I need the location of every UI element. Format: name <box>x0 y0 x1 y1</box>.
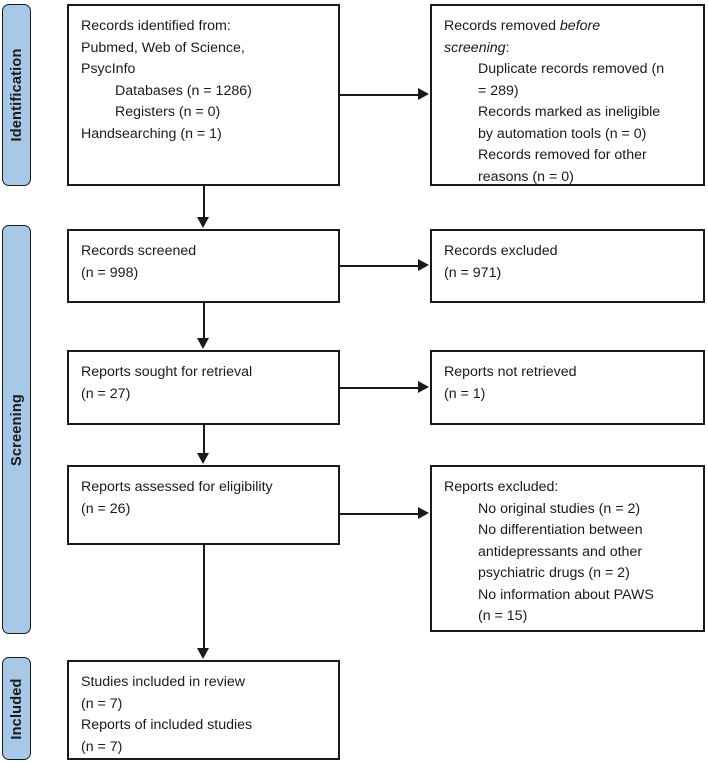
connector-assessed-to-reports-excluded <box>340 513 419 515</box>
box-identification-sources: Records identified from: Pubmed, Web of … <box>67 4 340 186</box>
connector-sought-to-assessed <box>203 425 205 454</box>
box-line: (n = 998) <box>81 264 139 281</box>
stage-label-identification: Identification <box>8 48 25 142</box>
stage-bar-included: Included <box>2 657 31 760</box>
connector-identification-to-removed <box>340 94 419 96</box>
box-line: Databases (n = 1286) <box>115 82 252 99</box>
box-line: No differentiation between <box>478 522 643 538</box>
box-line: Reports assessed for eligibility <box>81 479 273 495</box>
box-line: (n = 1) <box>444 385 486 402</box>
box-line: Records marked as ineligible <box>478 104 661 120</box>
box-line: Records removed for other <box>478 147 647 163</box>
box-line: screening: <box>444 39 510 56</box>
box-line: Pubmed, Web of Science, <box>81 39 245 56</box>
box-line: reasons (n = 0) <box>478 168 574 185</box>
box-records-screened: Records screened (n = 998) <box>67 229 340 303</box>
box-line: Duplicate records removed (n <box>478 61 665 77</box>
box-line: No original studies (n = 2) <box>478 500 641 517</box>
stage-label-included: Included <box>8 677 25 740</box>
box-reports-not-retrieved: Reports not retrieved (n = 1) <box>430 350 705 425</box>
box-reports-assessed: Reports assessed for eligibility (n = 26… <box>67 465 340 545</box>
box-line: Handsearching (n = 1) <box>81 125 222 142</box>
box-line: PsycInfo <box>81 61 136 77</box>
arrowhead-icon <box>418 380 429 393</box>
arrowhead-icon <box>418 87 429 100</box>
box-line: Records excluded <box>444 243 558 259</box>
stage-bar-screening: Screening <box>2 225 31 634</box>
box-line: (n = 27) <box>81 385 131 402</box>
box-line: Reports excluded: <box>444 479 559 495</box>
connector-assessed-to-included <box>203 545 205 649</box>
box-records-removed-before-screening: Records removed before screening: Duplic… <box>430 4 705 186</box>
box-line: Records screened <box>81 243 197 259</box>
box-line: (n = 7) <box>81 695 123 712</box>
box-line: antidepressants and other <box>478 543 643 560</box>
connector-identification-to-screened <box>203 186 205 218</box>
stage-label-screening: Screening <box>8 393 25 466</box>
stage-bar-identification: Identification <box>2 4 31 186</box>
box-line: (n = 26) <box>81 500 131 517</box>
box-line: by automation tools (n = 0) <box>478 125 647 142</box>
connector-screened-to-sought <box>203 303 205 339</box>
arrowhead-icon <box>197 648 209 659</box>
box-line: = 289) <box>478 82 519 99</box>
box-line: Studies included in review <box>81 674 246 690</box>
box-line: Records removed before <box>444 18 601 34</box>
box-line: Reports sought for retrieval <box>81 364 253 380</box>
box-line: (n = 971) <box>444 264 502 281</box>
arrowhead-icon <box>418 506 429 519</box>
arrowhead-icon <box>418 258 429 271</box>
connector-screened-to-excluded <box>340 265 419 267</box>
box-reports-sought: Reports sought for retrieval (n = 27) <box>67 350 340 425</box>
box-line: Reports of included studies <box>81 717 253 733</box>
box-line: Registers (n = 0) <box>115 104 221 120</box>
arrowhead-icon <box>197 453 209 464</box>
arrowhead-icon <box>197 217 209 228</box>
box-line: (n = 7) <box>81 738 123 755</box>
box-line: No information about PAWS <box>478 586 654 603</box>
box-line: (n = 15) <box>478 608 528 624</box>
box-line: Reports not retrieved <box>444 364 577 380</box>
box-studies-included: Studies included in review (n = 7) Repor… <box>67 660 340 760</box>
box-line: psychiatric drugs (n = 2) <box>478 565 630 581</box>
arrowhead-icon <box>197 338 209 349</box>
box-reports-excluded: Reports excluded: No original studies (n… <box>430 465 705 632</box>
box-records-excluded: Records excluded (n = 971) <box>430 229 705 303</box>
connector-sought-to-not-retrieved <box>340 387 419 389</box>
box-line: Records identified from: <box>81 18 231 34</box>
